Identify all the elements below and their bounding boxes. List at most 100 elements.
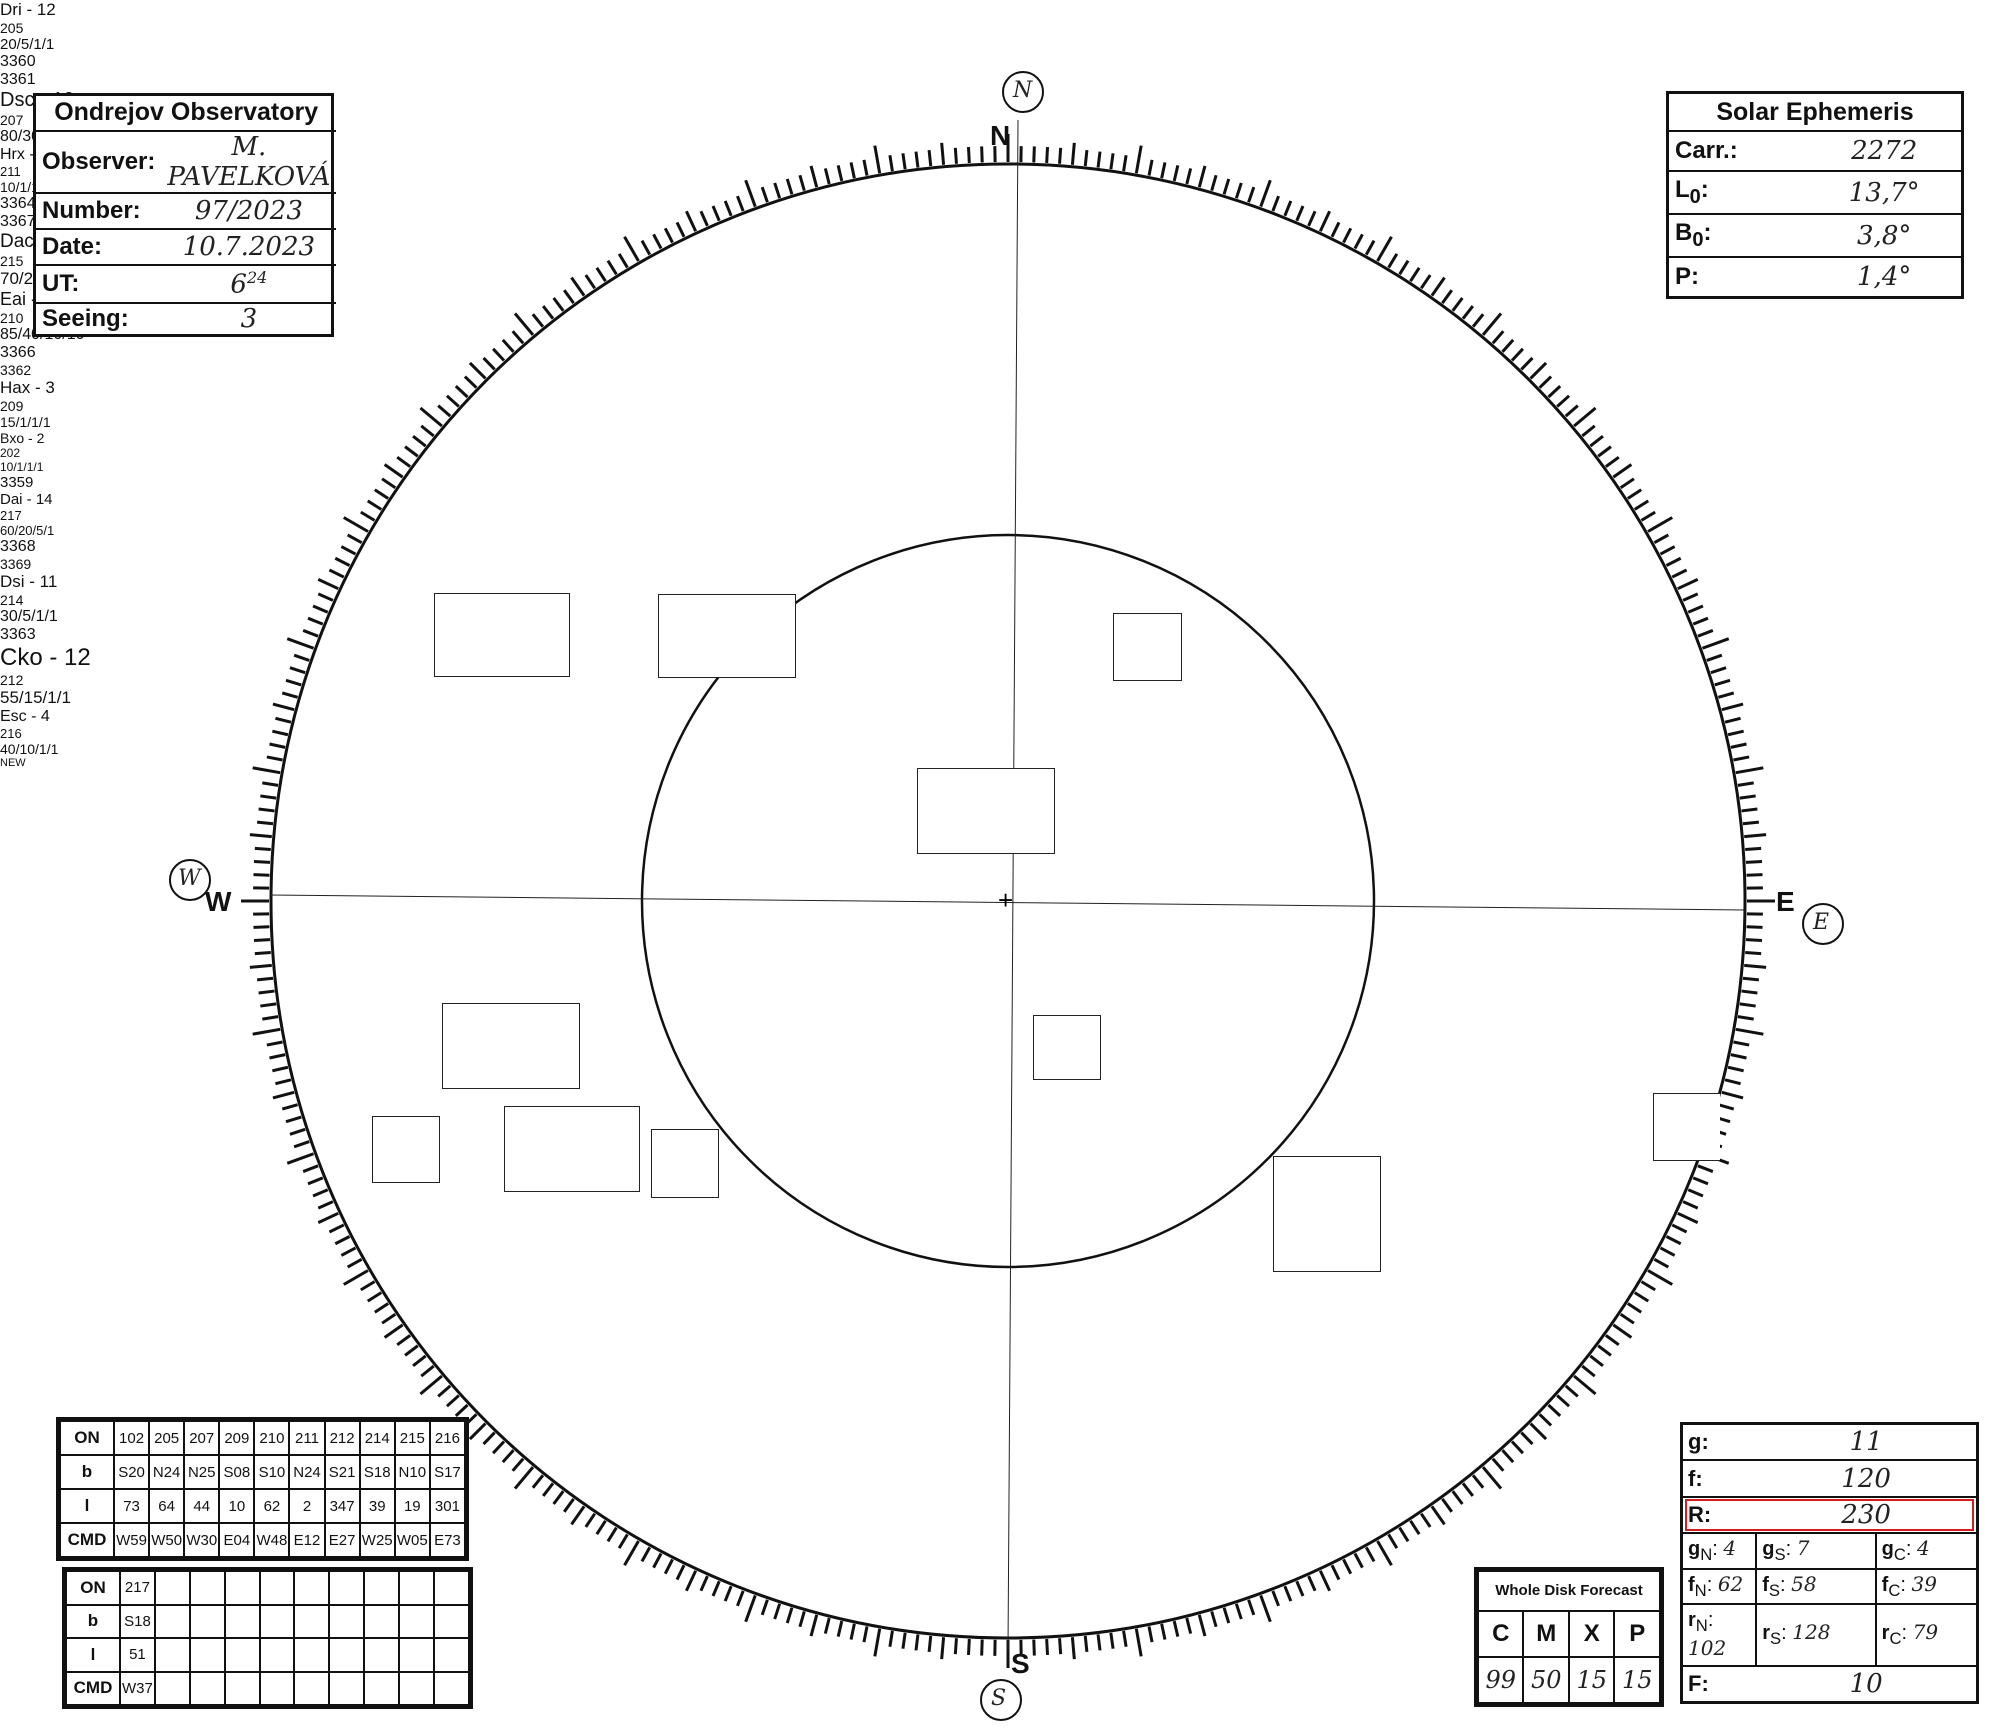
limb-tick bbox=[334, 556, 351, 567]
group-sketch bbox=[442, 1003, 580, 1089]
l0-value: 13,7° bbox=[1807, 171, 1961, 216]
limb-tick bbox=[888, 1630, 894, 1647]
limb-tick bbox=[823, 168, 831, 185]
limb-tick bbox=[1717, 1103, 1735, 1111]
limb-tick bbox=[1510, 1440, 1525, 1455]
limb-tick bbox=[531, 313, 545, 328]
limb-tick bbox=[1739, 794, 1756, 800]
limb-tick bbox=[1730, 1053, 1747, 1060]
cell: E12 bbox=[288, 1522, 326, 1558]
limb-tick bbox=[1376, 236, 1393, 262]
limb-tick bbox=[1160, 162, 1167, 179]
cell: 51 bbox=[119, 1637, 156, 1673]
group-number: 207 bbox=[0, 112, 24, 128]
limb-tick bbox=[1160, 1623, 1167, 1640]
cell bbox=[328, 1637, 366, 1673]
west-label: W bbox=[205, 886, 232, 917]
cell: W59 bbox=[112, 1522, 151, 1558]
number-label: Number: bbox=[36, 192, 162, 231]
cell: W48 bbox=[253, 1522, 291, 1558]
cell bbox=[153, 1637, 191, 1673]
limb-tick bbox=[966, 146, 971, 164]
limb-tick bbox=[980, 1639, 984, 1656]
limb-tick bbox=[404, 1344, 419, 1357]
cell bbox=[398, 1570, 436, 1606]
limb-tick bbox=[773, 1603, 782, 1620]
limb-tick bbox=[849, 162, 856, 179]
group-sketch bbox=[651, 1129, 719, 1198]
limb-tick bbox=[1419, 274, 1432, 290]
forecast-title: Whole Disk Forecast bbox=[1477, 1570, 1661, 1612]
limb-tick bbox=[275, 1078, 292, 1086]
south-label: S bbox=[1011, 1648, 1030, 1679]
limb-tick bbox=[1727, 729, 1744, 737]
limb-tick bbox=[262, 781, 279, 787]
limb-tick bbox=[419, 1374, 443, 1396]
limb-tick bbox=[1653, 533, 1670, 545]
limb-tick bbox=[1564, 1384, 1579, 1398]
spot-group-3360: Dri - 12 205 20/5/1/1 3360 bbox=[0, 0, 2000, 677]
limb-tick bbox=[663, 1558, 674, 1575]
F-label: F: bbox=[1688, 1670, 1709, 1696]
limb-tick bbox=[253, 925, 270, 929]
date-value: 10.7.2023 bbox=[161, 229, 337, 267]
forecast-value-x: 15 bbox=[1567, 1655, 1616, 1705]
cell: 301 bbox=[428, 1488, 467, 1524]
limb-tick bbox=[334, 1235, 351, 1246]
limb-tick bbox=[1058, 147, 1063, 164]
noaa-number: 3366 bbox=[0, 344, 36, 361]
limb-tick bbox=[346, 1257, 363, 1269]
observatory-title: Ondrejov Observatory bbox=[36, 96, 337, 132]
group-number: 205 bbox=[0, 20, 24, 36]
limb-tick bbox=[383, 1323, 404, 1339]
limb-tick bbox=[1096, 151, 1102, 168]
limb-tick bbox=[343, 1269, 369, 1286]
limb-tick bbox=[317, 578, 339, 591]
limb-tick bbox=[1612, 463, 1633, 479]
limb-tick bbox=[272, 1065, 289, 1073]
limb-tick bbox=[836, 165, 844, 182]
limb-tick bbox=[289, 666, 306, 675]
limb-tick bbox=[953, 147, 958, 164]
group-sketch bbox=[434, 593, 570, 677]
limb-tick bbox=[445, 394, 460, 408]
cell: 19 bbox=[393, 1488, 431, 1524]
limb-tick bbox=[1058, 1638, 1063, 1655]
limb-tick bbox=[873, 145, 882, 174]
limb-tick bbox=[914, 151, 920, 168]
limb-tick bbox=[652, 233, 663, 250]
limb-tick bbox=[699, 1575, 709, 1592]
limb-tick bbox=[491, 1440, 506, 1455]
limb-tick bbox=[1259, 1594, 1272, 1623]
F-value: 10 bbox=[1849, 1668, 1883, 1699]
cell: W50 bbox=[148, 1522, 186, 1558]
cell: 211 bbox=[288, 1420, 326, 1456]
limb-tick bbox=[360, 1280, 376, 1292]
limb-tick bbox=[1364, 239, 1376, 256]
group-number: 216 bbox=[0, 726, 22, 741]
limb-tick bbox=[1682, 1200, 1699, 1210]
limb-tick bbox=[531, 1474, 545, 1489]
limb-tick bbox=[1234, 1603, 1243, 1620]
limb-tick bbox=[1671, 1223, 1688, 1234]
cell: S08 bbox=[218, 1454, 256, 1490]
limb-tick bbox=[888, 155, 894, 172]
limb-tick bbox=[1122, 1630, 1128, 1647]
limb-tick bbox=[302, 1164, 319, 1173]
limb-tick bbox=[541, 1482, 555, 1497]
limb-tick bbox=[312, 1188, 329, 1198]
seeing-label: Seeing: bbox=[42, 305, 129, 332]
limb-tick bbox=[1647, 516, 1673, 533]
limb-tick bbox=[744, 1594, 757, 1623]
limb-tick bbox=[412, 1354, 427, 1368]
limb-tick bbox=[1597, 445, 1612, 458]
limb-tick bbox=[1581, 1364, 1596, 1378]
limb-tick bbox=[513, 1466, 535, 1490]
limb-tick bbox=[366, 1291, 383, 1303]
limb-tick bbox=[1070, 1637, 1076, 1660]
limb-tick bbox=[623, 1540, 640, 1566]
observer-label: Observer: bbox=[36, 130, 162, 194]
limb-tick bbox=[1185, 1617, 1193, 1634]
limb-tick bbox=[258, 807, 275, 813]
